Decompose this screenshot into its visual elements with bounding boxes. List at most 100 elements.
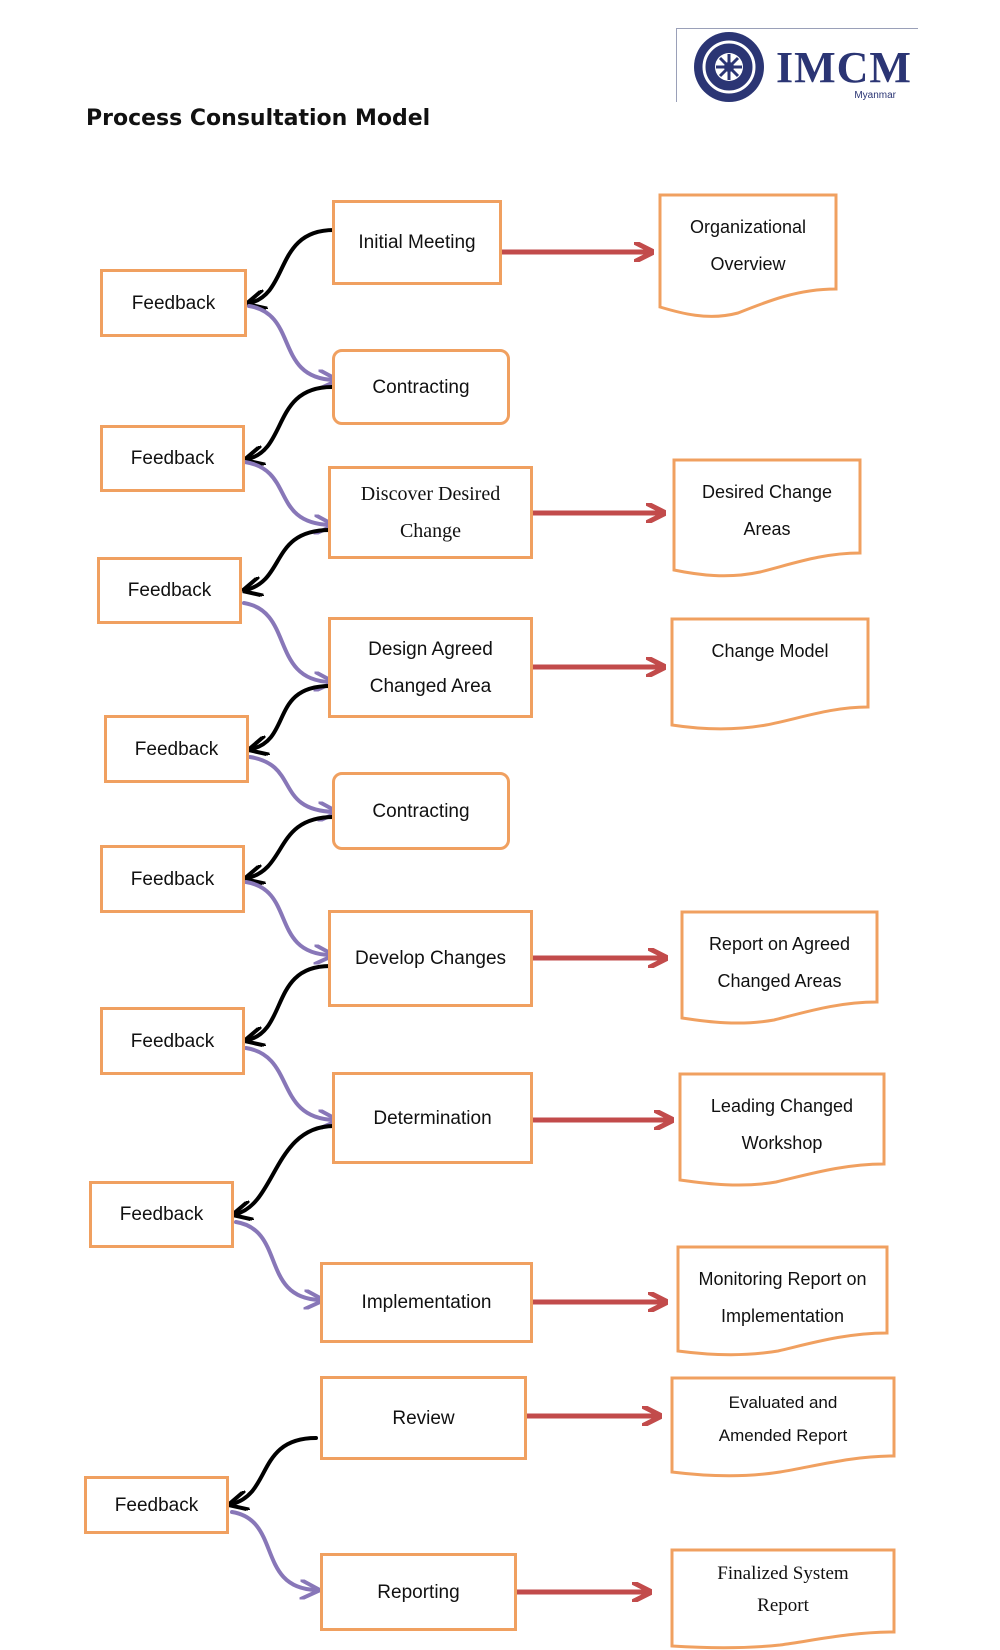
step-label: Reporting [377,1581,460,1603]
return-arrow [243,460,330,525]
feedback-box: Feedback [100,845,245,913]
output-line: Monitoring Report on [698,1269,867,1289]
feedback-label: Feedback [119,1204,204,1225]
output-line: Workshop [741,1133,823,1153]
output-line: Report [757,1595,809,1616]
output-text: Change Model [670,633,870,670]
step-label: Initial Meeting [358,232,476,253]
document-shape [680,910,879,1025]
feedback-arrow [248,815,336,878]
feedback-box: Feedback [97,557,242,624]
output-text: Evaluated and Amended Report [670,1386,896,1452]
logo-subtitle: Myanmar [854,90,896,101]
feedback-arrow [248,964,332,1040]
output-document-evaluated-and-amended-report: Evaluated and Amended Report [670,1376,896,1480]
step-label: Design Agreed Changed Area [368,638,493,697]
step-implementation: Implementation [320,1262,533,1343]
step-develop-changes: Develop Changes [328,910,533,1007]
document-shape [670,1376,896,1478]
feedback-arrow [236,1124,336,1214]
document-shape [658,193,838,318]
step-reporting: Reporting [320,1553,517,1631]
return-arrow [242,601,330,682]
output-text: Leading Changed Workshop [678,1088,886,1162]
output-line: Areas [743,519,791,539]
step-label: Discover Desired Change [360,482,501,542]
output-text: Report on Agreed Changed Areas [680,926,879,1000]
return-arrow [230,1510,316,1590]
output-line: Evaluated and [728,1393,838,1412]
feedback-arrow [232,1436,318,1504]
feedback-arrow [250,228,336,303]
step-discover-desired-change: Discover Desired Change [328,466,533,559]
output-line: Organizational [689,217,807,237]
return-arrow [234,1220,320,1300]
feedback-box: Feedback [100,1007,245,1075]
page-title: Process Consultation Model [86,106,431,131]
output-line: Desired Change [701,482,833,502]
return-arrow [244,880,330,955]
output-text: Organizational Overview [658,209,838,283]
document-shape [670,1548,896,1650]
document-shape [670,617,870,731]
step-label: Implementation [361,1292,492,1313]
output-document-monitoring-report: Monitoring Report on Implementation [676,1245,889,1360]
step-label: Contracting [372,800,470,822]
feedback-label: Feedback [130,1030,215,1052]
feedback-box: Feedback [84,1476,229,1534]
return-arrow [248,755,334,812]
step-review: Review [320,1376,527,1460]
logo: IMCM Myanmar [676,24,918,104]
output-line: Changed Areas [717,971,842,991]
feedback-arrow [246,528,332,590]
output-document-desired-change-areas: Desired Change Areas [672,458,862,581]
feedback-label: Feedback [127,580,212,601]
output-line: Overview [710,254,786,274]
step-contracting: Contracting [332,349,510,425]
step-label: Review [392,1407,455,1429]
logo-wordmark: IMCM [776,43,912,92]
step-label: Contracting [372,376,470,398]
logo-rule-left [676,28,677,102]
feedback-arrow [252,684,332,749]
step-label: Determination [373,1107,492,1129]
document-shape [678,1072,886,1187]
step-contracting-second: Contracting [332,772,510,850]
feedback-box: Feedback [104,715,249,783]
output-line: Leading Changed [710,1096,854,1116]
output-line: Report on Agreed [708,934,851,954]
output-line: Change Model [711,641,829,661]
return-arrow [247,304,334,380]
output-document-report-on-agreed-changed-areas: Report on Agreed Changed Areas [680,910,879,1028]
output-document-organizational-overview: Organizational Overview [658,193,838,323]
document-shape [672,458,862,578]
feedback-box: Feedback [100,269,247,337]
output-line: Implementation [720,1306,845,1326]
feedback-label: Feedback [130,868,215,890]
step-determination: Determination [332,1072,533,1164]
step-design-agreed-changed-area: Design Agreed Changed Area [328,617,533,718]
output-text: Monitoring Report on Implementation [676,1261,889,1335]
output-line: Amended Report [718,1426,848,1445]
output-document-leading-changed-workshop: Leading Changed Workshop [678,1072,886,1190]
feedback-label: Feedback [131,292,216,314]
step-label: Develop Changes [354,948,507,969]
feedback-box: Feedback [100,425,245,492]
document-shape [676,1245,889,1357]
output-document-change-model: Change Model [670,617,870,733]
feedback-label: Feedback [134,738,219,760]
step-initial-meeting: Initial Meeting [332,200,502,285]
feedback-label: Feedback [114,1494,199,1516]
compass-icon [694,32,764,102]
output-line: Finalized System [717,1563,849,1584]
feedback-label: Feedback [130,448,215,469]
return-arrow [244,1046,334,1120]
output-text: Desired Change Areas [672,474,862,548]
output-document-finalized-system-report: Finalized System Report [670,1548,896,1650]
feedback-arrow [248,385,334,459]
output-text: Finalized System Report [670,1558,896,1622]
logo-rule-top [676,28,918,29]
feedback-box: Feedback [89,1181,234,1248]
